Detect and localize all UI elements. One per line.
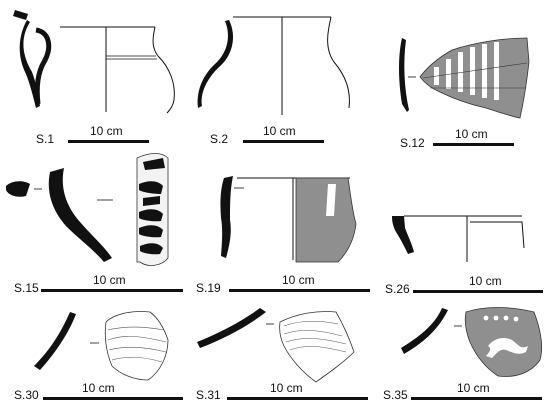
scale-label-s35: 10 cm: [457, 381, 490, 395]
wall-profile: [197, 20, 234, 108]
sherd-label-s31: S.31: [196, 388, 221, 402]
scale-label-s31: 10 cm: [270, 381, 303, 395]
outer-profile: [152, 26, 175, 114]
sherd-label-s19: S.19: [196, 281, 221, 295]
rim-profile: [220, 176, 233, 258]
scale-label-s15: 10 cm: [93, 273, 126, 287]
drawing-s19: [220, 176, 357, 263]
drawing-s12: [399, 37, 530, 119]
outer-profile: [327, 16, 350, 109]
scale-label-s1: 10 cm: [90, 124, 123, 138]
loose-fragment: [6, 181, 30, 197]
dot-row: [483, 315, 519, 322]
outer-profile: [470, 221, 525, 249]
sherd-label-s1: S.1: [36, 132, 55, 146]
drawing-s30: [34, 311, 169, 381]
grid-line: [422, 62, 528, 79]
drawing-s2: [197, 16, 350, 115]
scale-label-s26: 10 cm: [469, 274, 502, 288]
handle-loop: [34, 27, 52, 105]
drawing-s35: [401, 307, 542, 377]
scale-bar-s31: [227, 397, 368, 400]
sherd-label-s30: S.30: [14, 388, 39, 402]
incised-lines: [283, 320, 347, 353]
scale-bar-s19: [229, 289, 370, 292]
slip-face: [295, 177, 357, 263]
sherd-label-s15: S.15: [14, 281, 39, 295]
section-profile: [197, 308, 266, 348]
sherd-label-s26: S.26: [385, 282, 410, 296]
drawing-s15: [6, 153, 169, 266]
section-profile: [34, 312, 76, 370]
rim-profile: [48, 168, 112, 262]
scale-bar-s2: [243, 140, 324, 143]
section-profile: [399, 38, 409, 112]
scale-bar-s15: [41, 289, 183, 292]
sherd-label-s2: S.2: [210, 132, 229, 146]
sherd-face: [104, 311, 169, 381]
scale-bar-s26: [413, 290, 543, 293]
sherd-label-s12: S.12: [400, 136, 425, 150]
white-motif: [486, 338, 528, 358]
scale-label-s12: 10 cm: [455, 127, 488, 141]
bands: [139, 158, 165, 255]
section-profile: [401, 308, 448, 354]
scale-bar-s1: [68, 140, 149, 143]
scale-bar-s35: [411, 397, 542, 400]
slip-highlight: [326, 184, 336, 216]
scale-bar-s30: [43, 397, 183, 400]
scale-label-s30: 10 cm: [82, 381, 115, 395]
scale-bar-s12: [433, 143, 514, 146]
rim-profile: [392, 216, 414, 254]
drawing-s31: [197, 308, 355, 383]
drawing-s26: [392, 215, 525, 262]
rim-stub: [13, 10, 28, 20]
scale-label-s19: 10 cm: [282, 273, 315, 287]
incised-lines: [107, 326, 167, 363]
scale-label-s2: 10 cm: [263, 124, 296, 138]
drawing-s1: [13, 10, 175, 114]
sherd-label-s35: S.35: [383, 388, 408, 402]
